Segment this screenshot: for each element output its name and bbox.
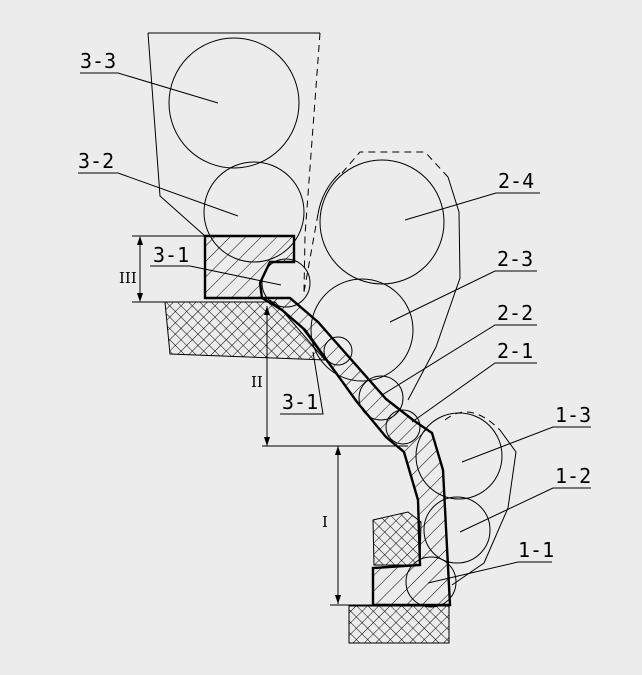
roller-2-2 (358, 375, 404, 421)
label-1-2: 1-2 (555, 464, 591, 488)
top-hopper-right-wall (303, 32, 321, 293)
label-3-3: 3-3 (80, 49, 116, 73)
label-3-2: 3-2 (78, 149, 114, 173)
roller-1-3 (415, 412, 503, 500)
label-2-3: 2-3 (497, 247, 533, 271)
label-2-1: 2-1 (497, 339, 533, 363)
label-1-1: 1-1 (518, 538, 554, 562)
band-inner-line (269, 299, 404, 451)
top-hopper-left-wall (147, 32, 206, 237)
roller-2-4 (319, 159, 445, 285)
middle-foundation-block (372, 511, 422, 566)
roller-2-3 (310, 278, 414, 382)
roller-3-1 (261, 258, 311, 308)
roller-1-2 (423, 496, 491, 564)
right-hopper-right-wall (407, 176, 461, 401)
roller-3-3 (168, 37, 300, 169)
label-2-2: 2-2 (497, 301, 533, 325)
right-hopper-left-wall (317, 172, 341, 215)
roller-3-2 (203, 161, 305, 263)
dimension-III (132, 235, 205, 303)
leader-lines (78, 72, 591, 584)
dimension-label-III: III (119, 269, 137, 287)
lower-foundation-block (348, 605, 450, 644)
upper-foundation-block (164, 301, 327, 361)
upper-hatched-block (203, 234, 296, 300)
bottom-hopper-right-wall (451, 429, 517, 586)
bottom-hopper-top-edge (444, 411, 501, 431)
dimension-label-II: II (251, 373, 263, 391)
dimension-label-I: I (322, 513, 328, 531)
label-3-1-lower: 3-1 (282, 390, 318, 414)
roller-1-1 (405, 556, 457, 608)
label-2-4: 2-4 (498, 169, 534, 193)
label-1-3: 1-3 (555, 403, 591, 427)
roller-upper-small (323, 336, 353, 366)
right-hopper-inner-wall (303, 213, 319, 293)
right-hopper-top-edge (341, 151, 449, 178)
dimension-II (262, 306, 408, 447)
label-3-1-upper: 3-1 (153, 243, 189, 267)
dimension-I (330, 446, 373, 606)
roller-2-1 (385, 409, 421, 445)
